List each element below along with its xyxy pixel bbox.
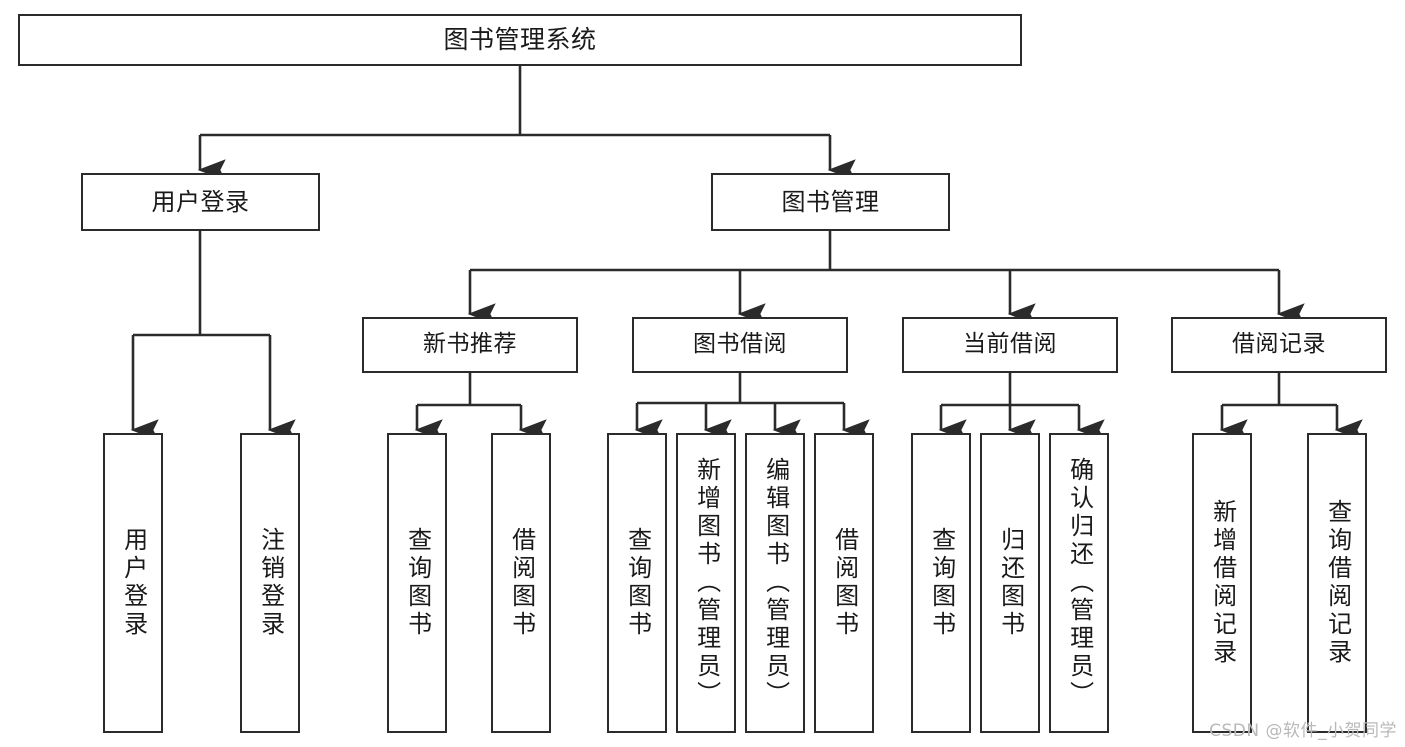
- node-label: 注销登录: [256, 527, 285, 639]
- node-root-system[interactable]: 图书管理系统: [18, 14, 1022, 66]
- node-label: 借阅记录: [1232, 331, 1326, 358]
- watermark-text: CSDN @软件_小贺同学: [1209, 721, 1397, 741]
- node-leaf-confirm-return-admin[interactable]: 确认归还（管理员）: [1049, 433, 1109, 733]
- node-borrow-records[interactable]: 借阅记录: [1171, 317, 1387, 373]
- node-new-book-recommend[interactable]: 新书推荐: [362, 317, 578, 373]
- node-leaf-query-book-cb[interactable]: 查询图书: [911, 433, 971, 733]
- node-book-borrow[interactable]: 图书借阅: [632, 317, 848, 373]
- node-leaf-borrow-book-bb[interactable]: 借阅图书: [814, 433, 874, 733]
- node-leaf-user-login[interactable]: 用户登录: [103, 433, 163, 733]
- node-user-login[interactable]: 用户登录: [81, 173, 320, 231]
- node-current-borrow[interactable]: 当前借阅: [902, 317, 1118, 373]
- node-label: 借阅图书: [507, 527, 536, 639]
- node-label: 新书推荐: [423, 331, 517, 358]
- node-label: 借阅图书: [830, 527, 859, 639]
- node-leaf-borrow-book-nb[interactable]: 借阅图书: [491, 433, 551, 733]
- node-leaf-edit-book-admin[interactable]: 编辑图书（管理员）: [745, 433, 805, 733]
- node-leaf-query-book-nb[interactable]: 查询图书: [387, 433, 447, 733]
- node-label: 用户登录: [119, 527, 148, 639]
- node-label: 查询图书: [403, 527, 432, 639]
- node-leaf-add-book-admin[interactable]: 新增图书（管理员）: [676, 433, 736, 733]
- node-book-management[interactable]: 图书管理: [711, 173, 950, 231]
- node-label: 新增图书（管理员）: [692, 457, 721, 709]
- node-label: 当前借阅: [963, 331, 1057, 358]
- node-label: 查询图书: [623, 527, 652, 639]
- node-leaf-add-borrow-record[interactable]: 新增借阅记录: [1192, 433, 1252, 733]
- node-leaf-query-book-bb[interactable]: 查询图书: [607, 433, 667, 733]
- node-label: 查询图书: [927, 527, 956, 639]
- node-label: 图书管理: [781, 187, 880, 216]
- node-label: 归还图书: [996, 527, 1025, 639]
- node-label: 确认归还（管理员）: [1065, 457, 1094, 709]
- node-label: 查询借阅记录: [1323, 499, 1352, 667]
- node-label: 图书借阅: [693, 331, 787, 358]
- node-leaf-query-borrow-record[interactable]: 查询借阅记录: [1307, 433, 1367, 733]
- node-label: 用户登录: [151, 187, 250, 216]
- node-label: 编辑图书（管理员）: [761, 457, 790, 709]
- node-label: 新增借阅记录: [1208, 499, 1237, 667]
- node-leaf-logout[interactable]: 注销登录: [240, 433, 300, 733]
- node-label: 图书管理系统: [443, 25, 597, 55]
- node-leaf-return-book[interactable]: 归还图书: [980, 433, 1040, 733]
